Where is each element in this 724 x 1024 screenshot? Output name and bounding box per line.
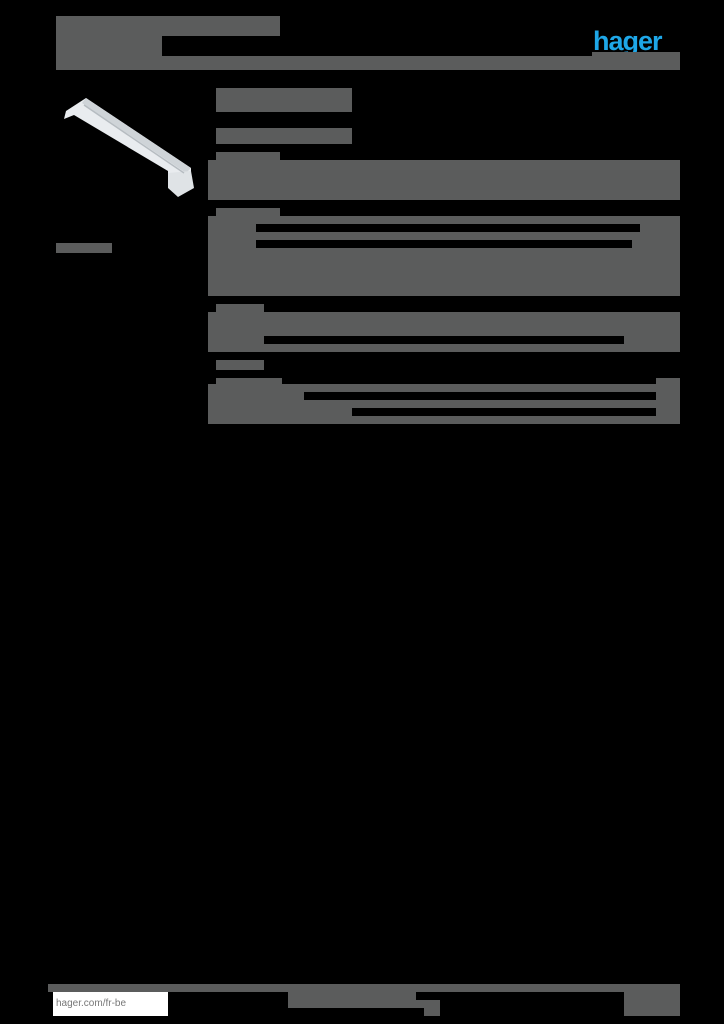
section-4-subheading <box>216 378 282 384</box>
footer-legal-text <box>288 992 416 1008</box>
section-1-heading <box>216 152 280 162</box>
hager-logo: hager <box>593 26 663 56</box>
row-divider <box>352 408 656 416</box>
footer-page-number <box>624 992 680 1016</box>
section-4-table <box>208 384 680 424</box>
row-divider <box>256 240 632 248</box>
section-1-table <box>208 160 680 200</box>
footer-legal-tail <box>416 1000 440 1008</box>
row-divider <box>256 224 640 232</box>
logo-underbar <box>592 52 680 60</box>
product-name <box>216 88 352 112</box>
product-reference <box>56 243 112 253</box>
header-rule <box>56 56 680 70</box>
row-divider <box>264 336 624 344</box>
product-image <box>64 98 194 197</box>
section-3-table <box>208 312 680 352</box>
section-2-heading <box>216 208 280 218</box>
section-4-value <box>656 378 680 384</box>
document-title <box>56 16 280 36</box>
row-divider <box>304 392 656 400</box>
section-3-heading <box>216 304 264 314</box>
footer-rule <box>48 984 680 992</box>
product-subtitle <box>216 128 352 144</box>
footer-legal-tail2 <box>424 1008 440 1016</box>
section-4-heading <box>216 360 264 370</box>
footer-url-link[interactable]: hager.com/fr-be <box>53 992 168 1016</box>
